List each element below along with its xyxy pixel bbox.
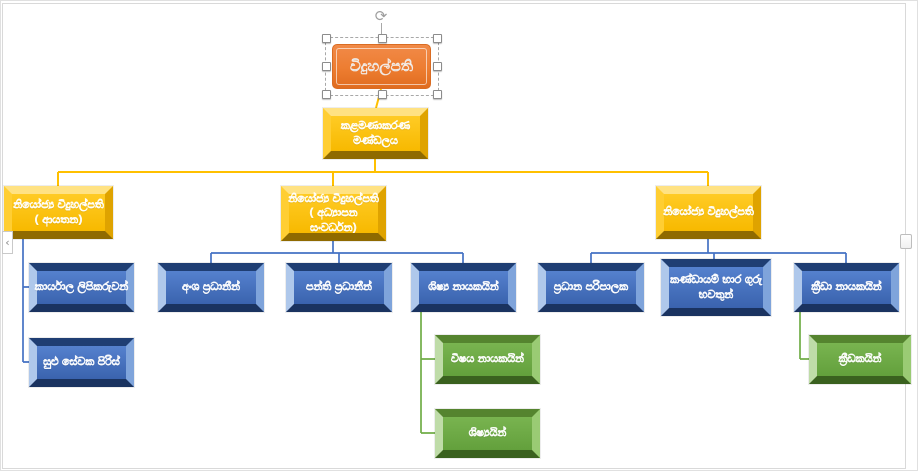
node-team-teachers-label-line2: භවතුන් (698, 287, 734, 301)
node-board-label-line2: මණ්ඩලය (353, 133, 399, 147)
node-sports-captains[interactable]: ක්‍රීඩා නායකයින් (794, 263, 899, 312)
node-sports-captains-label: ක්‍රීඩා නායකයින් (811, 280, 882, 294)
node-board-label-line1: කළමණාකරණ (340, 119, 411, 133)
node-deputy-institution-label-line2: ( ආයතන) (34, 212, 83, 226)
node-subject-leaders-label: විෂය නායකයින් (451, 352, 525, 366)
selection-handle-mid-left[interactable] (322, 62, 331, 71)
node-deputy-education-label-line2: ( අධ්‍යාපන (309, 206, 358, 220)
node-office-clerks-label: කාර්යාල ලිපිකරුවන් (34, 280, 129, 294)
rotation-handle-icon[interactable]: ⟳ (374, 7, 388, 25)
node-student-leaders-label: ශිෂ්‍ය නායකයින් (428, 280, 499, 294)
node-section-heads[interactable]: අංශ ප්‍රධානීන් (158, 263, 264, 312)
node-minor-staff-label: සුළු සේවක පිරිස් (43, 355, 120, 369)
selection-handle-bottom-center[interactable] (378, 90, 387, 99)
connector-deputy-institution-children (22, 239, 29, 363)
node-principal-label: විදුහල්පති (349, 56, 414, 76)
node-team-teachers-label-line1: කණ්ඩායම් භාර ගුරු (670, 273, 763, 287)
node-student-leaders[interactable]: ශිෂ්‍ය නායකයින් (411, 263, 516, 312)
node-team-teachers[interactable]: කණ්ඩායම් භාර ගුරු භවතුන් (661, 259, 771, 316)
selection-handle-bottom-left[interactable] (322, 90, 331, 99)
node-chief-admin-label: ප්‍රධාන පරිපාලක (553, 280, 629, 294)
node-section-heads-label: අංශ ප්‍රධානීන් (181, 280, 241, 294)
selection-handle-mid-right[interactable] (433, 62, 442, 71)
connector-deputy-general-children (590, 239, 847, 263)
node-deputy-education-label-line1: නියෝජ්‍ය විදුහල්පති (288, 192, 379, 206)
node-chief-admin[interactable]: ප්‍රධාන පරිපාලක (538, 263, 644, 312)
node-deputy-education[interactable]: නියෝජ්‍ය විදුහල්පති ( අධ්‍යාපන සංවර්ධන) (281, 186, 386, 241)
connector-deputy-education-children (210, 241, 464, 263)
selection-handle-bottom-right[interactable] (433, 90, 442, 99)
node-students-label: ශිෂ්‍යයින් (468, 426, 507, 440)
node-deputy-institution-label-line1: නියෝජ්‍ය විදුහල්පති (13, 198, 104, 212)
selection-handle-top-right[interactable] (433, 34, 442, 43)
node-board[interactable]: කළමණාකරණ මණ්ඩලය (323, 108, 428, 159)
node-players-label: ක්‍රීඩකයින් (838, 352, 882, 366)
connector-board-bus (57, 159, 709, 186)
chevron-left-icon: ‹ (5, 236, 10, 249)
node-minor-staff[interactable]: සුළු සේවක පිරිස් (29, 338, 134, 387)
selection-handle-top-center[interactable] (378, 34, 387, 43)
connector-sports-captains-children (799, 312, 809, 360)
node-deputy-education-label-line3: සංවර්ධන) (310, 220, 358, 234)
node-principal[interactable]: විදුහල්පති (332, 44, 431, 89)
node-deputy-general-label: නියෝජ්‍ය විදුහල්පති (663, 205, 754, 219)
connector-student-leaders-children (420, 312, 435, 434)
text-pane-toggle-button[interactable]: ‹ (2, 231, 13, 254)
node-deputy-general[interactable]: නියෝජ්‍ය විදුහල්පති (656, 186, 761, 239)
node-class-heads[interactable]: පන්ති ප්‍රධානීන් (286, 263, 392, 312)
node-office-clerks[interactable]: කාර්යාල ලිපිකරුවන් (29, 263, 134, 312)
node-class-heads-label: පන්ති ප්‍රධානීන් (306, 280, 373, 294)
frame-resize-handle-right[interactable] (900, 234, 912, 249)
node-players[interactable]: ක්‍රීඩකයින් (809, 335, 911, 384)
node-students[interactable]: ශිෂ්‍යයින් (435, 409, 540, 458)
node-subject-leaders[interactable]: විෂය නායකයින් (435, 335, 540, 384)
node-deputy-institution[interactable]: නියෝජ්‍ය විදුහල්පති ( ආයතන) (4, 186, 113, 239)
rotation-handle-stem (381, 23, 382, 35)
selection-handle-top-left[interactable] (322, 34, 331, 43)
